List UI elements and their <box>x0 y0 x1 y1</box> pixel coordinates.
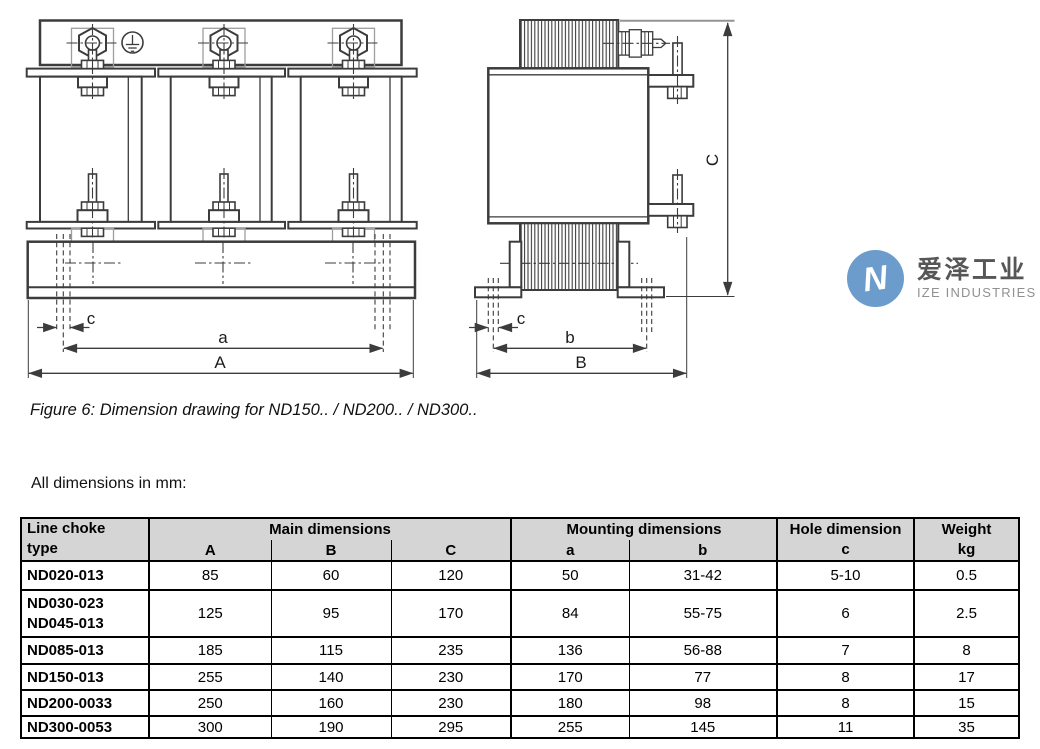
cell-B: 115 <box>270 636 392 665</box>
cell-a: 136 <box>510 636 630 665</box>
company-logo: N 爱泽工业 IZE INDUSTRIES <box>847 250 1036 307</box>
dim-label-c-side: c <box>517 309 526 328</box>
header-weight-line2: kg <box>957 540 976 558</box>
dimensions-note: All dimensions in mm: <box>31 475 187 492</box>
header-hole-line2: c <box>841 540 850 558</box>
cell-B: 160 <box>270 689 392 717</box>
cell-b: 55-75 <box>628 589 778 638</box>
cell-b: 77 <box>628 663 778 691</box>
cell-a: 255 <box>510 715 630 739</box>
header-row-groups: Line choke type Main dimensions Mounting… <box>20 517 1020 562</box>
col-header-B: B <box>270 540 392 562</box>
cell-b: 98 <box>628 689 778 717</box>
cell-C: 235 <box>390 636 512 665</box>
table-row: ND085-013 185 115 235 136 56-88 7 8 <box>20 636 1020 665</box>
cell-type: ND085-013 <box>20 636 150 665</box>
cell-kg: 17 <box>913 663 1020 691</box>
bottom-winding-stack <box>519 222 620 291</box>
cell-c: 5-10 <box>776 560 915 591</box>
cell-c: 11 <box>776 715 915 739</box>
logo-name-cn: 爱泽工业 <box>917 256 1028 284</box>
cell-C: 230 <box>390 663 512 691</box>
col-header-line-choke-type: Line choke type <box>20 517 150 562</box>
cell-a: 180 <box>510 689 630 717</box>
header-type-line2: type <box>27 540 58 557</box>
earth-ground-icon <box>121 31 144 54</box>
cell-b: 31-42 <box>628 560 778 591</box>
dim-label-C: C <box>703 154 722 166</box>
cell-type: ND020-013 <box>20 560 150 591</box>
table-row: ND300-0053 300 190 295 255 145 11 35 <box>20 715 1020 739</box>
logo-name-en: IZE INDUSTRIES <box>917 285 1037 300</box>
table-row: ND150-013 255 140 230 170 77 8 17 <box>20 663 1020 691</box>
dim-label-B: B <box>575 353 586 372</box>
cell-c: 8 <box>776 663 915 691</box>
cell-kg: 8 <box>913 636 1020 665</box>
cell-c: 7 <box>776 636 915 665</box>
col-header-hole-dimension: Hole dimension c <box>776 517 915 562</box>
cell-C: 120 <box>390 560 512 591</box>
base-plate <box>26 240 417 300</box>
cell-kg: 35 <box>913 715 1020 739</box>
cell-B: 140 <box>270 663 392 691</box>
dim-label-b: b <box>565 328 574 347</box>
top-winding-stack <box>519 19 620 70</box>
cell-B: 190 <box>270 715 392 739</box>
cell-type: ND300-0053 <box>20 715 150 739</box>
cell-b: 145 <box>628 715 778 739</box>
dimension-table: Line choke type Main dimensions Mounting… <box>20 517 1021 739</box>
cell-C: 170 <box>390 589 512 638</box>
header-row-subcolumns: A B C a b <box>21 540 1019 562</box>
table-row: ND030-023 ND045-013 125 95 170 84 55-75 … <box>20 589 1020 638</box>
cell-C: 230 <box>390 689 512 717</box>
cell-type: ND200-0033 <box>20 689 150 717</box>
cell-B: 95 <box>270 589 392 638</box>
cell-type: ND150-013 <box>20 663 150 691</box>
cell-a: 170 <box>510 663 630 691</box>
table-row: ND200-0033 250 160 230 180 98 8 15 <box>20 689 1020 717</box>
cell-A: 300 <box>148 715 272 739</box>
side-view: c b B C <box>469 19 735 378</box>
col-group-main-dimensions: Main dimensions <box>147 517 512 540</box>
col-header-A: A <box>148 540 272 562</box>
cell-b: 56-88 <box>628 636 778 665</box>
cell-a: 50 <box>510 560 630 591</box>
cell-kg: 2.5 <box>913 589 1020 638</box>
col-header-C: C <box>390 540 512 562</box>
cell-kg: 15 <box>913 689 1020 717</box>
front-view: c a A <box>25 19 418 378</box>
cell-type: ND030-023 ND045-013 <box>20 589 150 638</box>
cell-c: 8 <box>776 689 915 717</box>
cell-kg: 0.5 <box>913 560 1020 591</box>
logo-mark-letter: N <box>860 257 891 300</box>
logo-mark-icon: N <box>847 250 904 307</box>
dimension-drawing: c a A <box>25 19 735 378</box>
header-type-line1: Line choke <box>27 520 106 537</box>
cell-A: 85 <box>148 560 272 591</box>
cell-type-line1: ND030-023 <box>27 594 104 612</box>
header-hole-line1: Hole dimension <box>789 520 902 538</box>
cell-a: 84 <box>510 589 630 638</box>
cell-c: 6 <box>776 589 915 638</box>
dim-label-a: a <box>218 328 228 347</box>
cell-type-line2: ND045-013 <box>27 614 104 632</box>
cell-A: 125 <box>148 589 272 638</box>
cell-A: 185 <box>148 636 272 665</box>
dim-label-A: A <box>214 353 226 372</box>
col-header-weight: Weight kg <box>913 517 1020 562</box>
table-row: ND020-013 85 60 120 50 31-42 5-10 0.5 <box>20 560 1020 591</box>
header-weight-line1: Weight <box>941 520 992 538</box>
col-group-mounting-dimensions: Mounting dimensions <box>510 517 778 540</box>
col-header-b: b <box>628 540 778 562</box>
col-header-a: a <box>510 540 630 562</box>
choke-body <box>487 67 650 225</box>
figure-caption: Figure 6: Dimension drawing for ND150.. … <box>30 401 478 419</box>
cell-C: 295 <box>390 715 512 739</box>
cell-B: 60 <box>270 560 392 591</box>
cell-A: 255 <box>148 663 272 691</box>
cell-A: 250 <box>148 689 272 717</box>
dim-label-c-front: c <box>87 309 96 328</box>
